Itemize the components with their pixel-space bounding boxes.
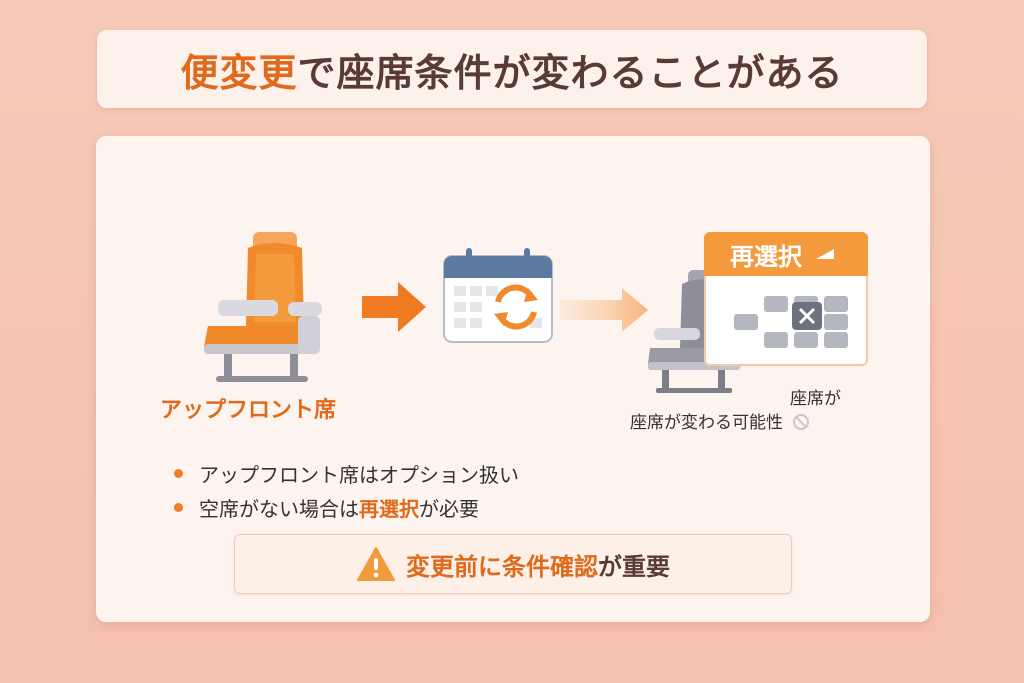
no-icon: [793, 414, 810, 430]
seat-orange-icon: [204, 232, 322, 382]
warning-icon: [357, 547, 395, 581]
bullet-dot: [174, 468, 183, 478]
seat-map-icon: [734, 296, 848, 348]
warning-text: 変更前に条件確認が重要: [406, 547, 670, 582]
title-rest: で座席条件が変わることがある: [297, 50, 844, 95]
list-item: アップフロント席はオプション扱い: [174, 456, 519, 490]
bullet-highlight: 再選択: [359, 496, 419, 521]
seat-map-card: [704, 276, 868, 366]
bullet-pre: 空席がない場合は: [199, 496, 359, 521]
warning-rest: が重要: [598, 552, 670, 581]
warning-highlight: 変更前に条件確認: [406, 552, 598, 581]
note-line-1: 座席が: [790, 389, 841, 409]
note-line-2-text: 座席が変わる可能性: [630, 413, 783, 433]
calendar-swap-icon: [443, 248, 553, 343]
arrow-right-icon: [362, 282, 426, 332]
bullet-text: アップフロント席はオプション扱い: [199, 462, 519, 487]
seat-label: アップフロント席: [160, 398, 337, 423]
title-banner: 便変更で座席条件が変わることがある: [97, 30, 927, 108]
title-highlight: 便変更: [180, 50, 298, 95]
list-item: 空席がない場合は再選択が必要: [174, 490, 519, 524]
bullet-list: アップフロント席はオプション扱い 空席がない場合は再選択が必要: [174, 456, 519, 524]
note-line-2: 座席が変わる可能性: [630, 408, 810, 433]
bullet-dot: [174, 502, 183, 512]
reselect-label: 再選択: [730, 242, 802, 271]
corner-arrow-icon: [816, 249, 834, 259]
reselect-tag: 再選択: [704, 232, 868, 276]
warning-box: 変更前に条件確認が重要: [234, 534, 792, 594]
bullet-post: が必要: [419, 496, 479, 521]
page-title: 便変更で座席条件が変わることがある: [180, 42, 843, 97]
arrow-right-faded-icon: [560, 288, 648, 332]
